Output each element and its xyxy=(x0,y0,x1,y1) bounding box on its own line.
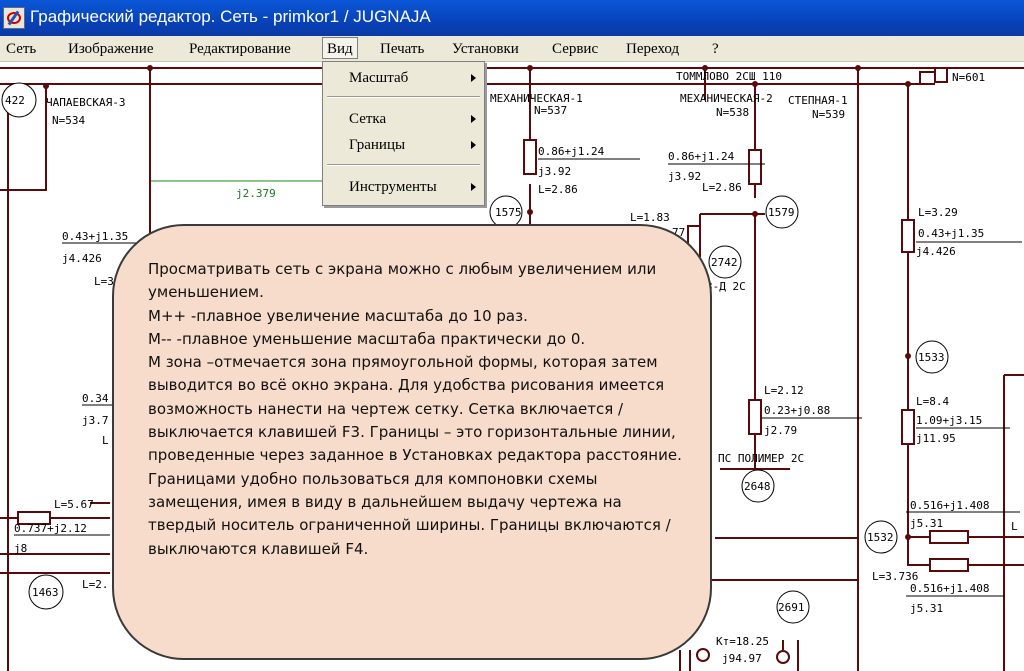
diagram-label: N=534 xyxy=(52,114,85,127)
diagram-label: L xyxy=(102,434,109,447)
diagram-labels: 422 ЧАПАЕВСКАЯ-3 N=534 j2.379 0.43+j1.35… xyxy=(5,70,1018,665)
diagram-label: ТОММЛОВО 2СШ 110 xyxy=(676,70,782,83)
menu-set[interactable]: Сеть xyxy=(6,41,37,57)
diagram-label: L=2.86 xyxy=(538,183,578,196)
submenu-arrow-icon xyxy=(471,74,476,82)
callout-text: Просматривать сеть с экрана можно с любы… xyxy=(148,260,682,558)
diagram-label: МЕХАНИЧЕСКАЯ-2 xyxy=(680,92,773,105)
menu-item-label: Сетка xyxy=(349,111,387,127)
diagram-label: ЧАПАЕВСКАЯ-3 xyxy=(46,96,125,109)
diagram-label: L=3 xyxy=(94,275,114,288)
diagram-label: j8 xyxy=(14,542,27,555)
diagram-label: 3-Д 2С xyxy=(706,280,746,293)
diagram-label: j4.426 xyxy=(62,252,102,265)
diagram-label: 0.34 xyxy=(82,392,109,405)
diagram-label: L=3.736 xyxy=(872,570,918,583)
diagram-label: 2648 xyxy=(744,480,771,493)
title-bar[interactable]: Графический редактор. Сеть - primkor1 / … xyxy=(0,0,1024,36)
diagram-label: N=538 xyxy=(716,106,749,119)
diagram-label: L=2.86 xyxy=(702,181,742,194)
diagram-label: 0.86+j1.24 xyxy=(668,150,735,163)
diagram-label: 1533 xyxy=(918,351,945,364)
bottom-elements xyxy=(679,640,799,671)
menu-help[interactable]: ? xyxy=(712,41,719,57)
menu-separator xyxy=(327,96,480,98)
diagram-label: j3.92 xyxy=(668,170,701,183)
diagram-label: 2691 xyxy=(778,601,805,614)
diagram-label: N=539 xyxy=(812,108,845,121)
diagram-label: j2.79 xyxy=(764,424,797,437)
diagram-label: СТЕПНАЯ-1 xyxy=(788,94,848,107)
diagram-label: 1532 xyxy=(867,531,894,544)
menu-item-label: Границы xyxy=(349,137,406,153)
diagram-label: 0.737+j2.12 xyxy=(14,522,87,535)
diagram-label: L=1.83 xyxy=(630,211,670,224)
menu-item-scale[interactable]: Масштаб xyxy=(323,66,484,90)
diagram-label: 0.43+j1.35 xyxy=(62,230,128,243)
menu-service[interactable]: Сервис xyxy=(552,41,599,57)
menu-print[interactable]: Печать xyxy=(380,41,425,57)
menu-item-tools[interactable]: Инструменты xyxy=(323,175,484,199)
diagram-label: 0.516+j1.408 xyxy=(910,499,989,512)
network-diagram-canvas[interactable]: 422 ЧАПАЕВСКАЯ-3 N=534 j2.379 0.43+j1.35… xyxy=(0,61,1024,671)
diagram-label: L xyxy=(1011,520,1018,533)
diagram-label: 0.43+j1.35 xyxy=(918,227,984,240)
editor-app-icon[interactable] xyxy=(3,7,25,29)
diagram-label: j11.95 xyxy=(916,432,956,445)
diagram-label: 0.23+j0.88 xyxy=(764,404,830,417)
underlines xyxy=(14,158,1022,597)
menu-bar: Сеть Изображение Редактирование Вид Печа… xyxy=(0,36,1024,62)
diagram-label: 0.516+j1.408 xyxy=(910,582,989,595)
diagram-label: j2.379 xyxy=(236,187,276,200)
diagram-label: L=2.12 xyxy=(764,384,804,397)
diagram-label: j4.426 xyxy=(916,245,956,258)
menu-view[interactable]: Вид xyxy=(322,37,358,59)
menu-navigate[interactable]: Переход xyxy=(626,41,680,57)
menu-item-borders[interactable]: Границы xyxy=(323,133,484,157)
menu-separator xyxy=(327,164,480,166)
diagram-label: j5.31 xyxy=(910,517,943,530)
diagram-label: Кт=18.25 xyxy=(716,635,769,648)
diagram-label: N=537 xyxy=(534,104,567,117)
diagram-label: L=5.67 xyxy=(54,498,94,511)
menu-item-label: Инструменты xyxy=(349,179,437,195)
bus-circles xyxy=(1,82,949,624)
help-callout: Просматривать сеть с экрана можно с любы… xyxy=(112,224,712,660)
diagram-label: 1463 xyxy=(32,586,59,599)
menu-item-grid[interactable]: Сетка xyxy=(323,107,484,131)
diagram-label: 0.86+j1.24 xyxy=(538,145,605,158)
menu-settings[interactable]: Установки xyxy=(452,41,519,57)
diagram-label: j94.97 xyxy=(722,652,762,665)
diagram-label: j3.7 xyxy=(82,414,109,427)
diagram-label: 422 xyxy=(5,94,25,107)
diagram-label: L=3.29 xyxy=(918,206,958,219)
diagram-label: j3.92 xyxy=(538,165,571,178)
diagram-label: 1579 xyxy=(768,206,795,219)
window-title: Графический редактор. Сеть - primkor1 / … xyxy=(30,7,431,26)
diagram-label: L=8.4 xyxy=(916,395,949,408)
diagram-label: МЕХАНИЧЕСКАЯ-1 xyxy=(490,92,583,105)
submenu-arrow-icon xyxy=(471,183,476,191)
diagram-label: 1575 xyxy=(495,206,522,219)
diagram-label: N=601 xyxy=(952,71,985,84)
diagram-label: ПС ПОЛИМЕР 2С xyxy=(718,452,804,465)
menu-image[interactable]: Изображение xyxy=(68,41,154,57)
submenu-arrow-icon xyxy=(471,141,476,149)
diagram-label: j5.31 xyxy=(910,602,943,615)
diagram-label: 1.09+j3.15 xyxy=(916,414,982,427)
diagram-label: L=2. xyxy=(82,578,109,591)
menu-edit[interactable]: Редактирование xyxy=(189,41,291,57)
view-menu-dropdown: Масштаб Сетка Границы Инструменты xyxy=(322,61,485,206)
menu-item-label: Масштаб xyxy=(349,70,409,86)
diagram-label: 2742 xyxy=(711,256,738,269)
submenu-arrow-icon xyxy=(471,115,476,123)
